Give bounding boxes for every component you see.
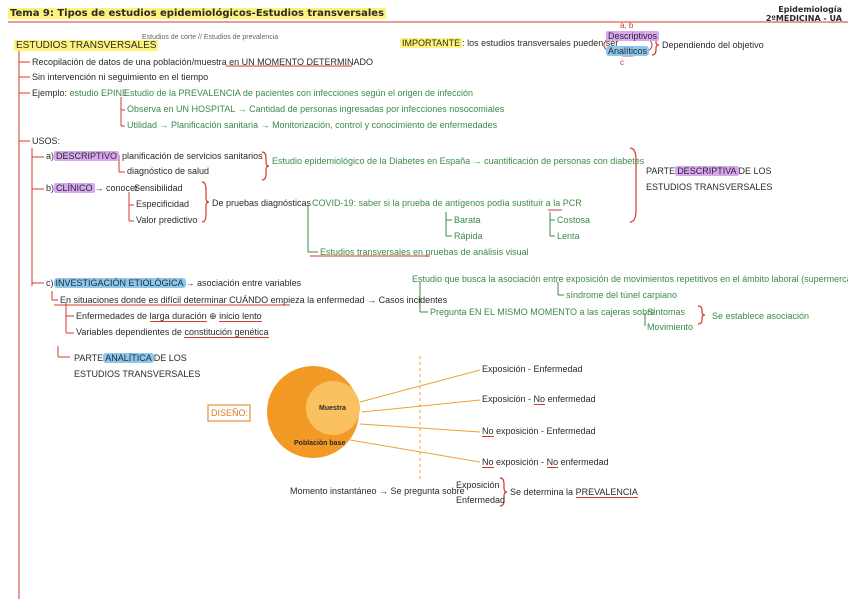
outcome-3: No exposición - Enfermedad (482, 426, 596, 437)
investigacion-sintomas: Síntomas (647, 307, 686, 317)
momento-enfermedad: Enfermedad (456, 495, 506, 505)
root-node: ESTUDIOS TRANSVERSALES (14, 40, 159, 51)
point-ejemplo: Ejemplo: estudio EPINE (32, 88, 129, 98)
usos-clinico: b)CLÍNICO→ conocer (46, 183, 139, 193)
diagram-poblacion: Población base (294, 440, 346, 447)
descriptivo-item-2: diagnóstico de salud (127, 166, 210, 176)
page-title: Tema 9: Tipos de estudios epidemiológico… (8, 8, 387, 19)
subject-label: Epidemiología (778, 5, 842, 14)
ejemplo-prevalencia: Estudio de la PREVALENCIA de pacientes c… (124, 88, 474, 98)
root-aside: Estudios de corte // Estudios de prevale… (142, 34, 279, 41)
clinico-visual: Estudios transversales en pruebas de aná… (320, 247, 529, 257)
course-label: 2ºMEDICINA - UA (765, 14, 842, 23)
importante-text: : los estudios transversales pueden ser (462, 38, 619, 48)
page-title-text: Tema 9: Tipos de estudios epidemiológico… (8, 8, 387, 19)
covid-rapida: Rápida (454, 231, 483, 241)
investigacion-sindrome: síndrome del túnel carpiano (566, 290, 678, 300)
investigacion-variables: Variables dependientes de constitución g… (76, 327, 269, 338)
investigacion-dificil: En situaciones donde es difícil determin… (60, 295, 448, 305)
investigacion-movimiento: Movimiento (647, 322, 694, 332)
investigacion-enfermedades: Enfermedades de larga duración ⊕ inicio … (76, 311, 262, 322)
covid-barata: Barata (454, 215, 481, 225)
covid-lenta: Lenta (557, 231, 580, 241)
diagram-muestra: Muestra (319, 405, 346, 412)
point-sin-intervencion: Sin intervención ni seguimiento en el ti… (32, 72, 209, 82)
importante-note: IMPORTANTE: los estudios transversales p… (400, 38, 618, 49)
clinico-item-1: Sensibilidad (134, 183, 183, 193)
investigacion-asociacion: Se establece asociación (712, 311, 810, 321)
momento-exposicion: Exposición (456, 480, 500, 490)
investigacion-pregunta: Pregunta EN EL MISMO MOMENTO a las cajer… (430, 307, 656, 317)
diseno-label: DISEÑO: (211, 408, 249, 418)
covid-costosa: Costosa (557, 215, 591, 225)
importante-opt1: Descriptivos (606, 31, 660, 41)
outcome-4: No exposición - No enfermedad (482, 457, 609, 468)
point-recopilacion: Recopilación de datos de una población/m… (32, 57, 373, 67)
importante-opt2: Analíticos (606, 46, 650, 56)
outcome-2: Exposición - No enfermedad (482, 394, 596, 405)
outcome-1: Exposición - Enfermedad (482, 364, 583, 374)
importante-label: IMPORTANTE (400, 38, 463, 48)
parte-analitica-line2: ESTUDIOS TRANSVERSALES (74, 369, 201, 379)
descriptivo-item-1: planificación de servicios sanitarios (122, 151, 263, 161)
momento-instantaneo: Momento instantáneo → Se pregunta sobre (290, 486, 465, 496)
parte-descriptiva-line2: ESTUDIOS TRANSVERSALES (646, 182, 773, 192)
usos-investigacion: c)INVESTIGACIÓN ETIOLÓGICA→ asociación e… (46, 278, 302, 288)
clinico-item-2: Especificidad (136, 199, 190, 209)
investigacion-estudio: Estudio que busca la asociación entre (412, 274, 564, 284)
usos-descriptivo: a)DESCRIPTIVO (46, 151, 120, 161)
momento-prevalencia: Se determina la PREVALENCIA (510, 487, 638, 498)
clinico-item-3: Valor predictivo (136, 215, 198, 225)
ejemplo-hospital: Observa en UN HOSPITAL → Cantidad de per… (127, 104, 505, 114)
ejemplo-utilidad: Utilidad → Planificación sanitaria → Mon… (127, 120, 498, 130)
importante-result: Dependiendo del objetivo (662, 40, 764, 50)
investigacion-exposicion: exposición de movimientos repetitivos en… (566, 274, 848, 284)
point-em: UN MOMENTO DETERMINADO (241, 57, 373, 67)
usos-label: USOS: (32, 136, 61, 146)
clinico-covid: COVID-19: saber si la prueba de antígeno… (312, 198, 582, 208)
importante-mark-c: c (620, 58, 624, 67)
clinico-pruebas: De pruebas diagnósticas (212, 198, 312, 208)
importante-mark-ab: a, b (620, 21, 634, 30)
descriptivo-example: Estudio epidemiológico de la Diabetes en… (272, 156, 645, 166)
root-label: ESTUDIOS TRANSVERSALES (14, 40, 159, 51)
